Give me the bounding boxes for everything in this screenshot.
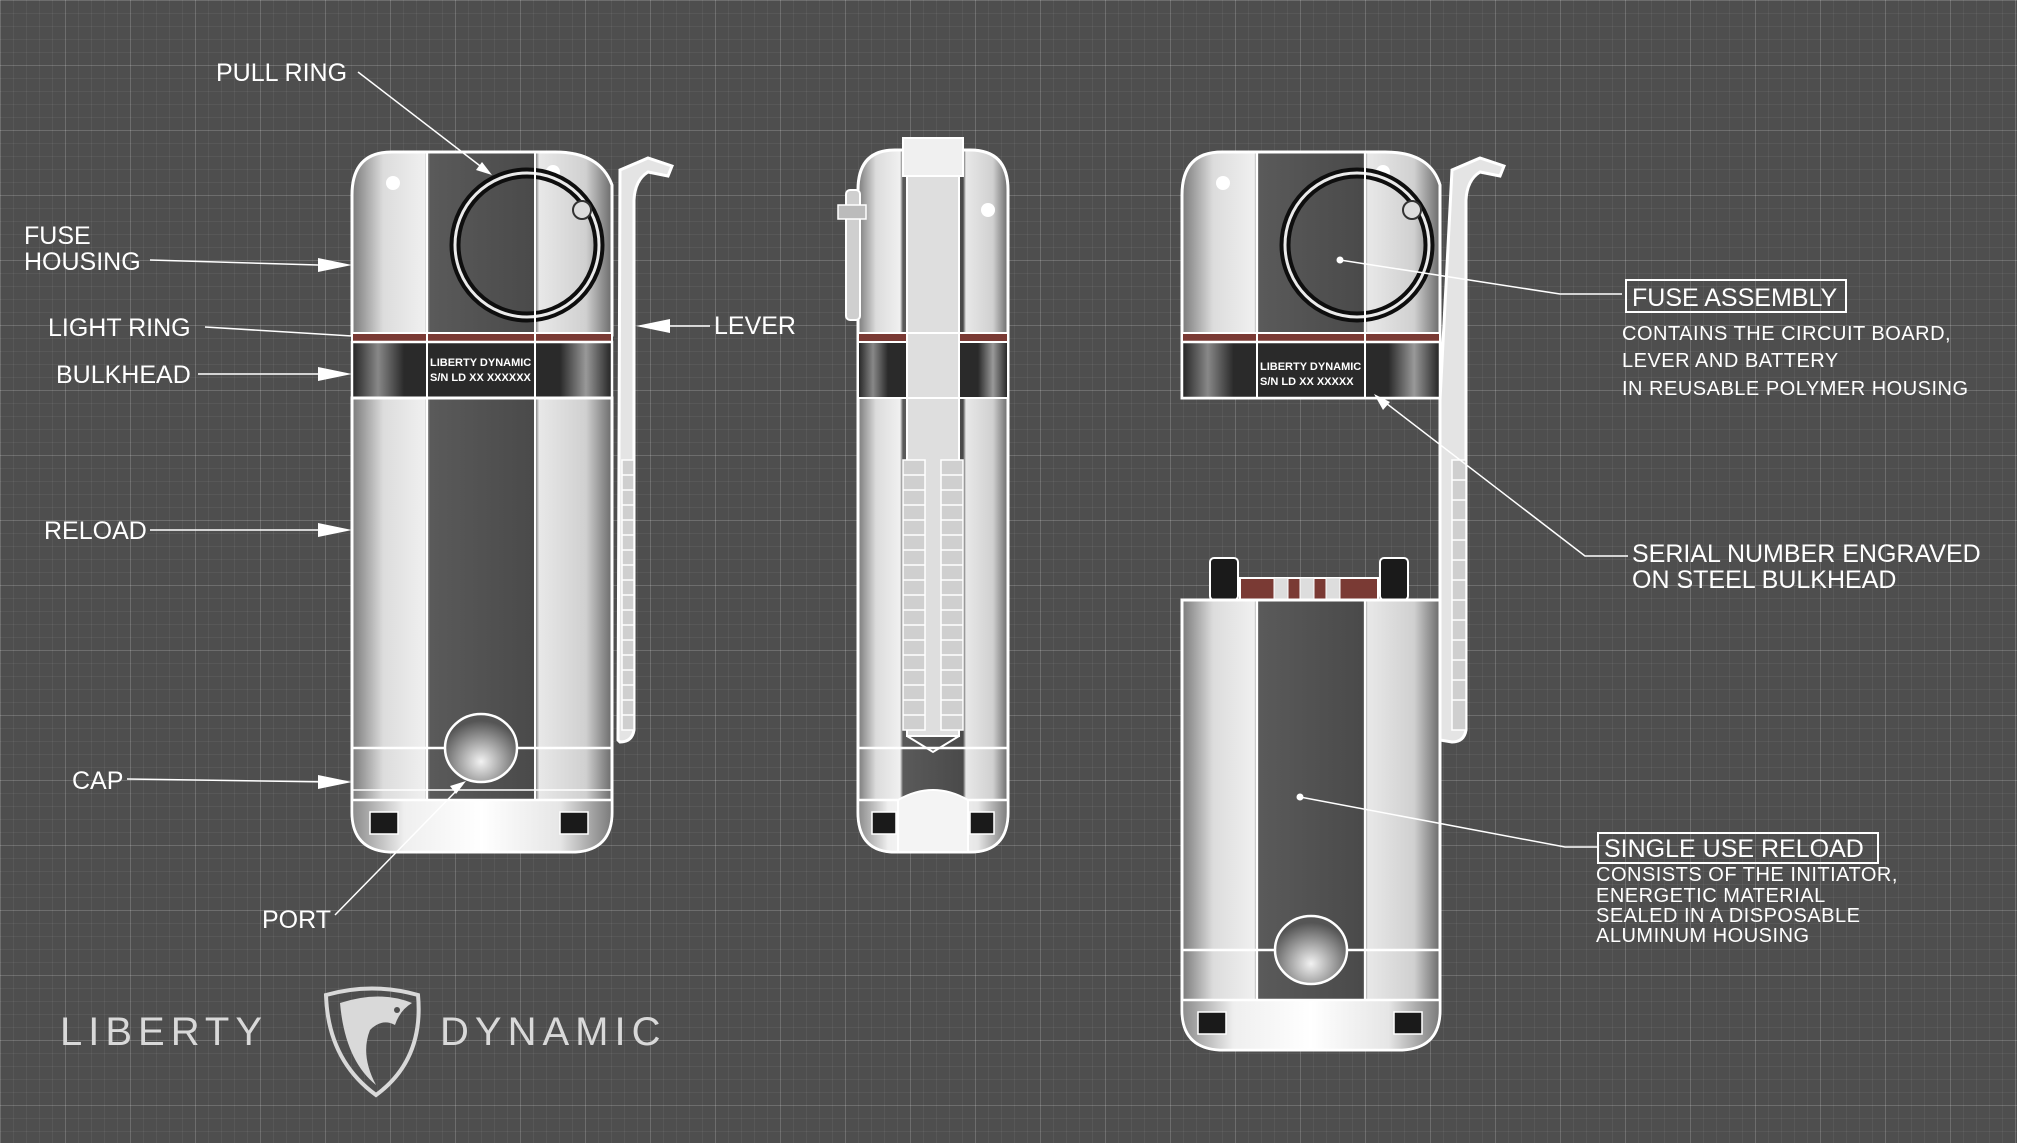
left-callouts: PULL RING FUSE HOUSING LIGHT RING BULKHE… — [24, 59, 796, 934]
leader-arrows — [318, 162, 1390, 801]
fuse-assembly-line2: LEVER AND BATTERY — [1622, 350, 1839, 372]
reload-line3: SEALED IN A DISPOSABLE — [1596, 905, 1860, 927]
engraving-line1-exploded: LIBERTY DYNAMIC — [1260, 361, 1361, 373]
reload-title: SINGLE USE RELOAD — [1604, 835, 1864, 863]
brand-right: DYNAMIC — [440, 1010, 666, 1054]
engraving-line2: S/N LD XX XXXXXX — [430, 372, 532, 384]
reload-line1: CONSISTS OF THE INITIATOR, — [1596, 864, 1898, 886]
fuse-assembly-line3: IN REUSABLE POLYMER HOUSING — [1622, 378, 1969, 400]
reload-line2: ENERGETIC MATERIAL — [1596, 885, 1826, 907]
callout-fuse-assembly: FUSE ASSEMBLY CONTAINS THE CIRCUIT BOARD… — [1622, 279, 1969, 400]
label-fuse-housing-2: HOUSING — [24, 248, 141, 276]
engraving-line1: LIBERTY DYNAMIC — [430, 357, 531, 369]
brand-left: LIBERTY — [60, 1010, 268, 1054]
label-fuse-housing-1: FUSE — [24, 222, 91, 250]
grenade-exploded-view: LIBERTY DYNAMIC S/N LD XX XXXXX — [1180, 150, 1506, 1052]
label-port: PORT — [262, 906, 331, 934]
brand-logo: LIBERTY DYNAMIC — [60, 986, 666, 1098]
label-light-ring: LIGHT RING — [48, 314, 191, 342]
grenade-side-view — [837, 137, 1010, 854]
engraving-line2-exploded: S/N LD XX XXXXX — [1260, 376, 1354, 388]
fuse-assembly-title: FUSE ASSEMBLY — [1632, 284, 1837, 312]
serial-line1: SERIAL NUMBER ENGRAVED — [1632, 540, 1981, 568]
serial-line2: ON STEEL BULKHEAD — [1632, 566, 1896, 594]
callout-serial: SERIAL NUMBER ENGRAVED ON STEEL BULKHEAD — [1632, 540, 1981, 594]
label-reload: RELOAD — [44, 517, 147, 545]
label-cap: CAP — [72, 767, 123, 795]
reload-line4: ALUMINUM HOUSING — [1596, 925, 1810, 947]
callout-single-use-reload: SINGLE USE RELOAD CONSISTS OF THE INITIA… — [1596, 832, 1898, 947]
label-lever: LEVER — [714, 312, 796, 340]
label-pull-ring: PULL RING — [216, 59, 347, 87]
eagle-shield-icon — [323, 986, 421, 1098]
label-bulkhead: BULKHEAD — [56, 361, 191, 389]
grenade-front-view: LIBERTY DYNAMIC S/N LD XX XXXXXX — [350, 150, 674, 854]
fuse-assembly-line1: CONTAINS THE CIRCUIT BOARD, — [1622, 323, 1951, 345]
